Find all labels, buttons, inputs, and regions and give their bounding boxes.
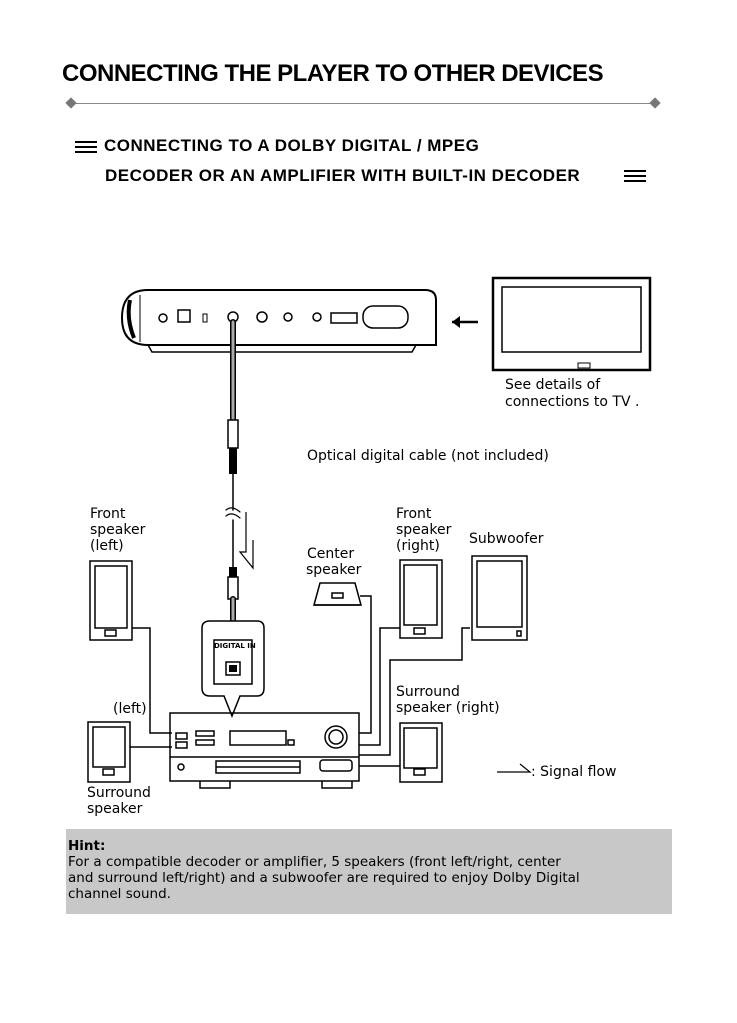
speaker-wires [130,595,470,767]
signal-flow-label: : Signal flow [531,764,617,780]
front-right-label: speaker [396,522,452,538]
surround-right-label: speaker (right) [396,700,500,716]
tv-illustration [491,276,652,372]
front-left-label: Front [90,506,126,522]
section-bars-icon [624,170,646,183]
front-left-label: (left) [90,538,124,554]
optical-cable-label: Optical digital cable (not included) [307,448,549,464]
section-heading-line1: CONNECTING TO A DOLBY DIGITAL / MPEG [104,136,480,155]
surround-right-speaker [399,722,443,783]
signal-flow-legend-icon [497,763,532,773]
center-speaker [313,582,362,606]
surround-right-label: Surround [396,684,460,700]
center-speaker-label: Center [307,546,355,562]
dvd-player-illustration [120,289,437,353]
hint-text-line: For a compatible decoder or amplifier, 5… [68,854,561,870]
amplifier-illustration [169,712,360,789]
front-right-label: Front [396,506,432,522]
optical-cable [224,319,242,643]
surround-left-side-label: (left) [113,701,147,717]
hint-box: Hint: For a compatible decoder or amplif… [66,829,672,914]
center-speaker-label: speaker [306,562,362,578]
front-left-speaker [89,560,133,641]
hint-text-line: and surround left/right) and a subwoofer… [68,870,580,886]
section-bars-icon [75,141,97,154]
tv-details-label: connections to TV . [505,394,640,410]
subwoofer-speaker [471,555,528,641]
digital-in-label: DIGITAL IN [214,642,256,650]
front-left-label: speaker [90,522,146,538]
signal-flow-icon [238,512,254,570]
front-right-speaker [399,559,443,639]
surround-left-speaker [87,721,131,783]
surround-left-label: Surround [87,785,151,801]
tv-details-label: See details of [505,377,601,393]
front-right-label: (right) [396,538,440,554]
digital-in-callout [201,620,265,719]
section-heading-line2: DECODER OR AN AMPLIFIER WITH BUILT-IN DE… [105,166,581,185]
hint-heading: Hint: [68,838,106,854]
title-divider [70,103,655,104]
page-title: CONNECTING THE PLAYER TO OTHER DEVICES [62,60,604,87]
surround-left-label: speaker [87,801,143,817]
hint-text-line: channel sound. [68,886,171,902]
subwoofer-label: Subwoofer [469,531,544,547]
